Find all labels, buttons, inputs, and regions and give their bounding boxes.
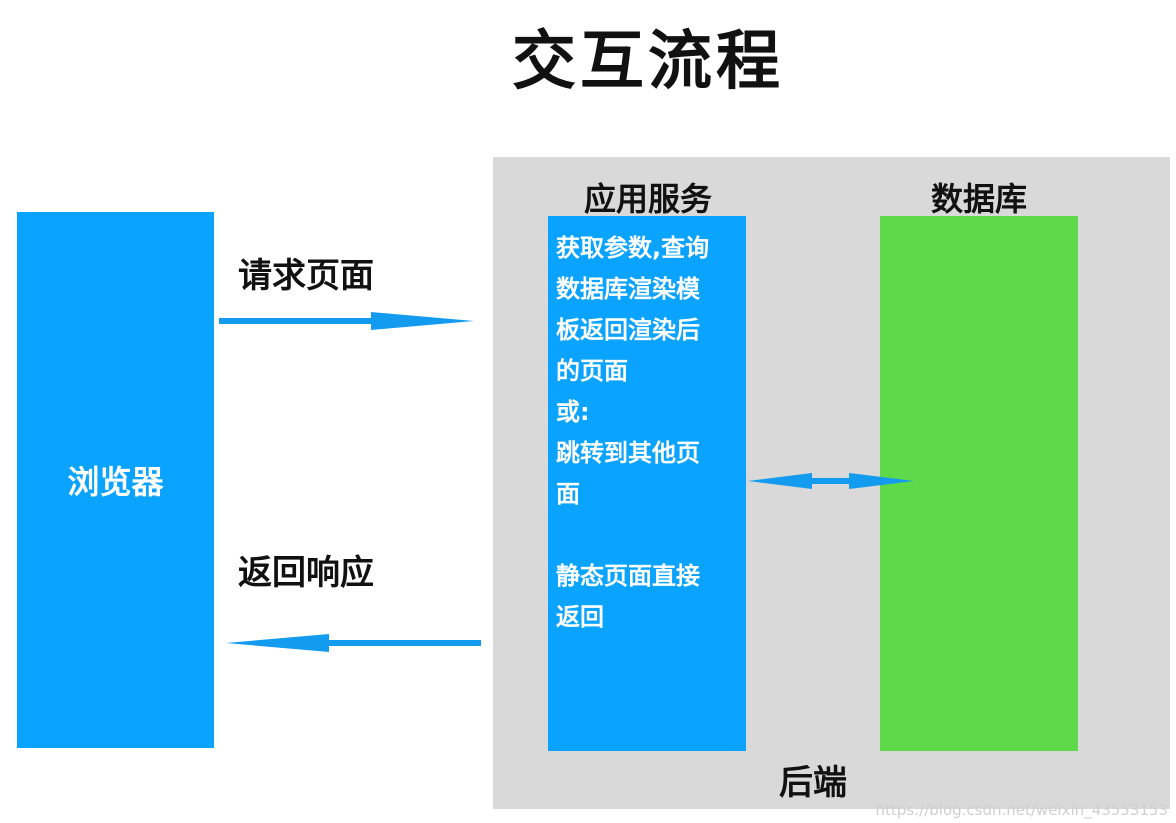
browser-box: 浏览器	[17, 212, 214, 748]
response-arrow-shaft	[329, 640, 481, 646]
app-service-line: 返回	[556, 603, 604, 631]
watermark: https://blog.csdn.net/weixin_43553153	[875, 801, 1168, 819]
response-arrow-head	[226, 634, 329, 652]
app-service-line: 的页面	[556, 357, 628, 385]
request-arrow-head	[371, 312, 474, 330]
app-service-line: 获取参数,查询	[556, 234, 710, 262]
app-service-line: 面	[556, 480, 580, 508]
app-db-arrow-right-head	[849, 473, 914, 489]
database-header: 数据库	[930, 180, 1027, 218]
app-service-line: 或:	[556, 398, 590, 426]
backend-label: 后端	[779, 763, 847, 803]
app-db-arrow-shaft	[811, 478, 851, 484]
app-service-line: 静态页面直接	[556, 562, 700, 590]
app-service-header: 应用服务	[583, 180, 712, 218]
request-label: 请求页面	[238, 256, 374, 296]
response-arrow	[226, 634, 481, 652]
request-arrow	[219, 312, 474, 330]
response-label: 返回响应	[238, 553, 374, 593]
app-service-line: 数据库渲染模	[556, 275, 700, 303]
database-box	[880, 216, 1078, 751]
browser-label: 浏览器	[67, 463, 164, 501]
request-arrow-shaft	[219, 318, 371, 324]
app-service-line: 跳转到其他页	[556, 439, 700, 467]
app-service-box: 获取参数,查询 数据库渲染模 板返回渲染后 的页面 或: 跳转到其他页 面 静态…	[548, 216, 746, 751]
app-service-line: 板返回渲染后	[556, 316, 700, 344]
diagram-title: 交互流程	[512, 25, 784, 99]
app-db-arrow	[748, 473, 914, 489]
app-db-arrow-left-head	[748, 473, 812, 489]
